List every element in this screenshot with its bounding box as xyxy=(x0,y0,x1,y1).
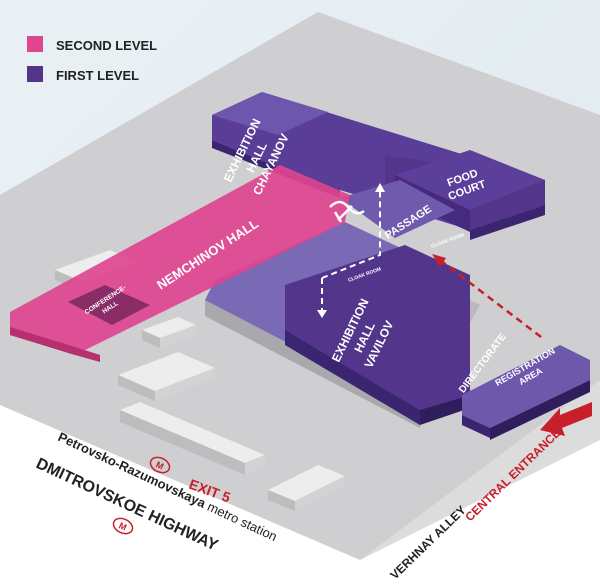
hall-vavilov[interactable] xyxy=(285,245,470,425)
annex-buildings xyxy=(55,250,345,511)
legend-swatch-first-level xyxy=(27,66,43,82)
registration-area[interactable] xyxy=(462,345,590,440)
legend: SECOND LEVEL FIRST LEVEL xyxy=(27,36,157,83)
conference-hall[interactable] xyxy=(68,285,150,325)
first-level-wall xyxy=(205,300,420,428)
legend-label-second-level: SECOND LEVEL xyxy=(56,38,157,53)
escalator-icon xyxy=(329,200,365,223)
passage-corridor[interactable] xyxy=(340,180,455,238)
legend-label-first-level: FIRST LEVEL xyxy=(56,68,139,83)
metro-icon-1: M xyxy=(149,456,171,474)
legend-swatch-second-level xyxy=(27,36,43,52)
metro-icon-2: M xyxy=(112,517,134,535)
route-paths xyxy=(317,183,546,341)
svg-text:M: M xyxy=(117,520,128,532)
svg-text:M: M xyxy=(154,459,165,471)
central-entrance-arrow xyxy=(540,402,592,436)
road-band xyxy=(0,405,600,588)
food-court-block[interactable] xyxy=(395,150,545,210)
